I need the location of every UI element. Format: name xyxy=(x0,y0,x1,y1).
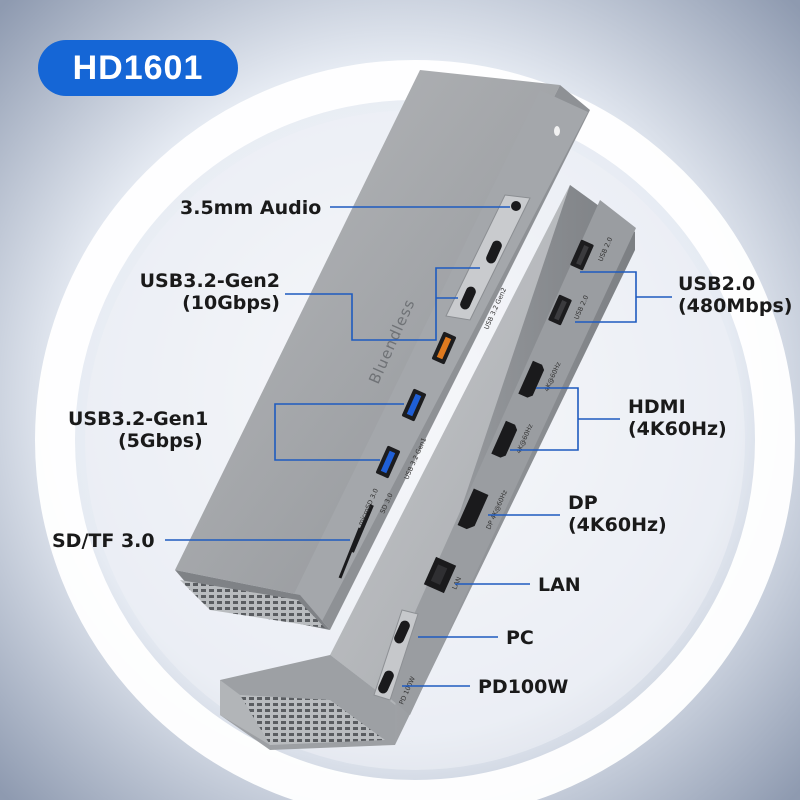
label-pc: PC xyxy=(506,627,534,649)
audio-jack-icon xyxy=(511,201,521,211)
back-unit: USB 2.0 USB 2.0 4K@60Hz 4K@60Hz DP 4K@60… xyxy=(220,185,636,750)
front-unit: Bluendless USB 3.2 Gen2 xyxy=(175,70,590,630)
label-dp: DP (4K60Hz) xyxy=(568,492,667,536)
label-hdmi-line1: HDMI xyxy=(628,396,686,418)
white-ring xyxy=(35,60,795,800)
label-dp-line1: DP xyxy=(568,492,598,514)
label-usb2-line1: USB2.0 xyxy=(678,273,756,295)
label-usb-gen2-line2: (10Gbps) xyxy=(182,292,280,314)
label-usb-gen1-line1: USB3.2-Gen1 xyxy=(68,408,209,430)
label-usb-gen1: USB3.2-Gen1 (5Gbps) xyxy=(68,408,208,452)
label-usb2-line2: (480Mbps) xyxy=(678,295,793,317)
label-usb-gen1-line2: (5Gbps) xyxy=(118,430,203,452)
label-sd-tf: SD/TF 3.0 xyxy=(52,530,155,552)
label-lan: LAN xyxy=(538,574,581,596)
label-usb-gen2-line1: USB3.2-Gen2 xyxy=(139,270,280,292)
sd-slot xyxy=(350,504,374,553)
label-hdmi: HDMI (4K60Hz) xyxy=(628,396,727,440)
leader-lines xyxy=(165,206,672,687)
label-audio: 3.5mm Audio xyxy=(180,197,322,219)
label-hdmi-line2: (4K60Hz) xyxy=(628,418,727,440)
label-usb2: USB2.0 (480Mbps) xyxy=(678,273,792,317)
model-badge: HD1601 xyxy=(38,40,238,96)
label-pd: PD100W xyxy=(478,676,569,698)
tf-slot xyxy=(338,527,362,579)
label-dp-line2: (4K60Hz) xyxy=(568,514,667,536)
label-usb-gen2: USB3.2-Gen2 (10Gbps) xyxy=(135,270,280,314)
